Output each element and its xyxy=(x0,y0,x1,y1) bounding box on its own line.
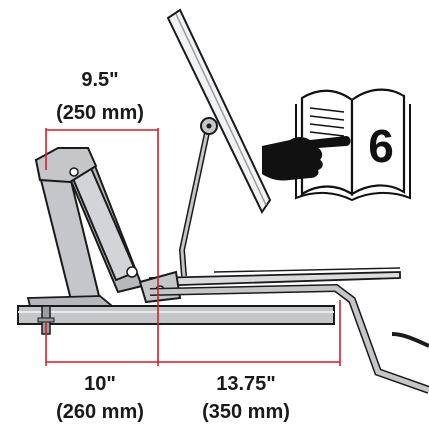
monitor-screen xyxy=(166,8,272,215)
bottom-right-dim-inches: 13.75" xyxy=(216,373,276,395)
articulating-arm xyxy=(34,146,182,306)
clamp-base xyxy=(17,295,335,335)
manual-page-number: 6 xyxy=(368,120,394,172)
bottom-left-dim-inches: 10" xyxy=(84,373,116,395)
pointing-hand-icon xyxy=(262,136,351,181)
bottom-right-dim-mm: (350 mm) xyxy=(202,401,290,423)
extension-bar xyxy=(149,283,429,394)
top-dim-mm: (250 mm) xyxy=(56,102,144,124)
bottom-left-dim-mm: (260 mm) xyxy=(56,401,144,423)
top-dim-inches: 9.5" xyxy=(81,69,118,91)
power-cable xyxy=(391,332,429,348)
dimension-labels: 9.5" (250 mm) 10" (260 mm) 13.75" (350 m… xyxy=(56,69,290,423)
dimension-lines xyxy=(45,128,341,366)
